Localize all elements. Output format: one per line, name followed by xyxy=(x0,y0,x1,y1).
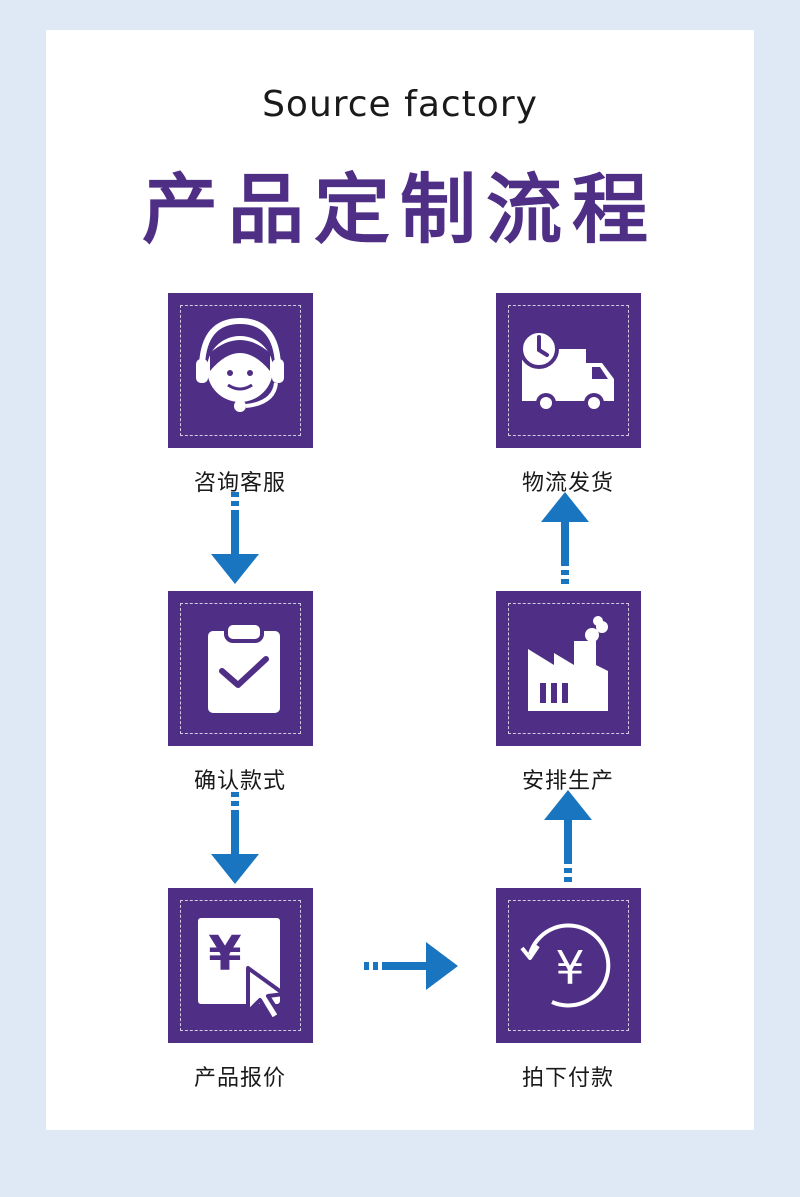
step-label: 咨询客服 xyxy=(193,471,286,496)
yuan-payment-icon: ¥ xyxy=(520,923,611,1008)
payment-symbol: ¥ xyxy=(555,941,584,995)
price-symbol: ¥ xyxy=(208,926,241,982)
step-label: 拍下付款 xyxy=(521,1066,614,1091)
step-confirm-style xyxy=(168,591,313,746)
page-subtitle: Source factory xyxy=(262,84,538,125)
arrow-up-icon xyxy=(541,492,589,584)
step-quotation: ¥ xyxy=(168,888,313,1043)
arrow-up-icon xyxy=(544,790,592,882)
step-label: 安排生产 xyxy=(521,769,614,794)
arrow-right-icon xyxy=(364,942,458,990)
step-frame xyxy=(180,900,301,1031)
step-frame xyxy=(180,305,301,436)
step-label: 产品报价 xyxy=(193,1066,286,1091)
step-frame xyxy=(508,603,629,734)
step-consult xyxy=(168,293,313,448)
factory-icon xyxy=(528,616,608,711)
clipboard-check-icon xyxy=(208,621,280,713)
step-label: 确认款式 xyxy=(193,769,286,794)
headset-icon xyxy=(196,317,284,412)
step-label: 物流发货 xyxy=(521,471,614,496)
delivery-truck-icon xyxy=(519,329,614,413)
step-production xyxy=(496,591,641,746)
step-frame xyxy=(180,603,301,734)
step-frame xyxy=(508,305,629,436)
step-shipping xyxy=(496,293,641,448)
step-payment: ¥ xyxy=(496,888,641,1043)
yuan-price-cursor-icon: ¥ xyxy=(198,918,286,1022)
page-title: 产品定制流程 xyxy=(142,165,658,254)
arrow-down-icon xyxy=(211,492,259,584)
step-frame xyxy=(508,900,629,1031)
arrow-down-icon xyxy=(211,792,259,884)
